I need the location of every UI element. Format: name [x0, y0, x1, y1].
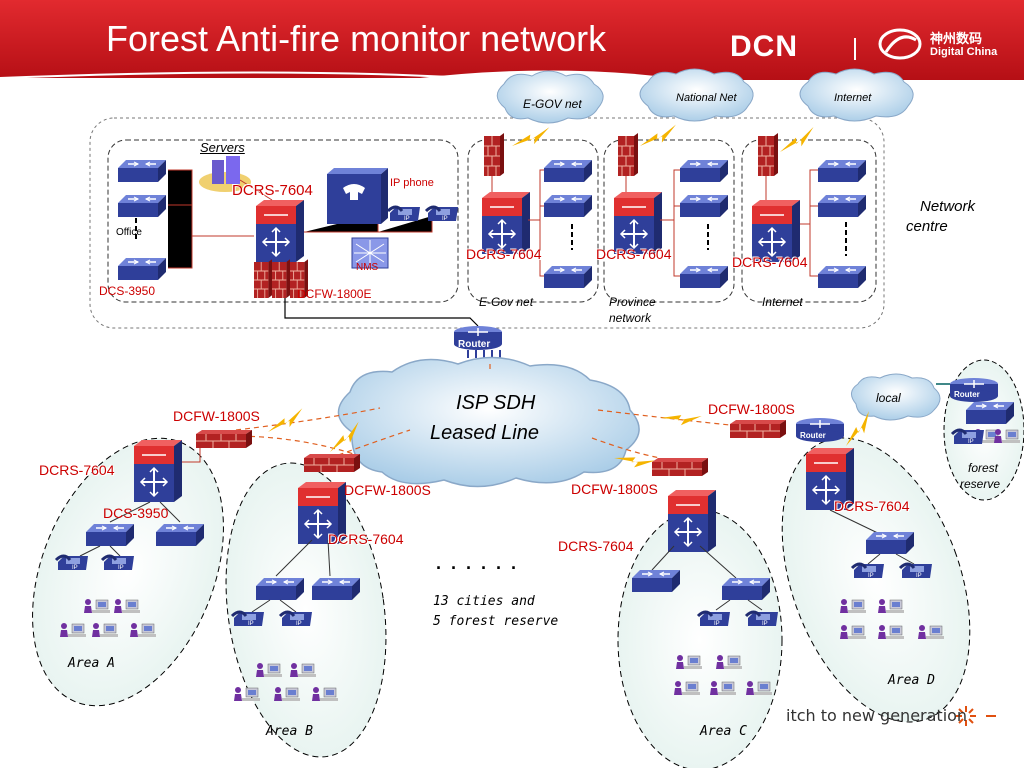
internet-cloud-icon — [799, 68, 914, 122]
national-net-cloud-icon — [639, 68, 754, 122]
area-d-fw-label: DCFW-1800S — [708, 401, 795, 417]
area-c-dcrs-label: DCRS-7604 — [558, 538, 634, 554]
province-label-1: Province — [609, 295, 656, 309]
logo-separator — [854, 38, 856, 60]
isp-sdh-cloud-icon — [337, 356, 640, 488]
internet-box-dcrs-label: DCRS-7604 — [732, 254, 808, 270]
digital-china-cn-label: 神州数码 — [930, 32, 983, 47]
ellipsis-dots: · · · · · · — [436, 558, 519, 578]
network-centre-label-1: Network — [920, 198, 976, 215]
area-d-dcrs-label: DCRS-7604 — [834, 498, 910, 514]
digital-china-logo-icon — [878, 28, 922, 60]
egov-cloud-label: E-GOV net — [523, 97, 582, 111]
area-d-name: Area D — [888, 673, 935, 688]
network-centre-label-2: centre — [906, 218, 948, 235]
header: Forest Anti-fire monitor network DCN 神州数… — [0, 0, 1024, 78]
forest-reserve-label-1: forest — [968, 461, 999, 475]
ip-phone-label: IP phone — [390, 177, 434, 189]
area-a-dcrs-label: DCRS-7604 — [39, 462, 115, 478]
nms-label: NMS — [356, 262, 379, 273]
area-b-fw-label: DCFW-1800S — [344, 482, 431, 498]
centre-dcs-label: DCS-3950 — [99, 284, 156, 298]
header-band — [0, 0, 1024, 80]
internet-box-label: Internet — [762, 295, 803, 309]
area-a-name: Area A — [68, 656, 115, 671]
local-cloud-icon — [851, 373, 941, 421]
area-d-router-label: Router — [800, 431, 826, 440]
nms-icon — [351, 237, 389, 269]
local-cloud-label: local — [876, 391, 901, 405]
area-a-fw-label: DCFW-1800S — [173, 408, 260, 424]
province-dcrs-label: DCRS-7604 — [596, 246, 672, 262]
servers-icon — [199, 156, 251, 192]
forest-reserve-label-2: reserve — [960, 477, 1001, 491]
egov-box-label: E-Gov net — [479, 295, 534, 309]
router-label: Router — [458, 339, 491, 350]
ip-phone-big-icon — [327, 168, 388, 224]
province-label-2: network — [609, 311, 652, 325]
area-c-fw-label: DCFW-1800S — [571, 481, 658, 497]
leased-line-label: Leased Line — [430, 422, 539, 444]
reserve-router-label: Router — [954, 390, 980, 399]
centre-dcrs-label: DCRS-7604 — [232, 182, 313, 199]
egov-dcrs-label: DCRS-7604 — [466, 246, 542, 262]
national-net-label: National Net — [676, 92, 737, 104]
dcn-logo: DCN — [730, 30, 798, 63]
page-title: Forest Anti-fire monitor network — [106, 18, 607, 59]
servers-label: Servers — [200, 140, 245, 155]
egov-cloud-icon — [496, 70, 604, 124]
office-label: Office — [116, 227, 142, 238]
note-line-2: 5 forest reserve — [433, 614, 559, 629]
area-a-dcs-label: DCS-3950 — [103, 505, 169, 521]
area-b-dcrs-label: DCRS-7604 — [328, 531, 404, 547]
note-line-1: 13 cities and — [433, 594, 535, 609]
tagline: itch to new generation — [786, 706, 968, 725]
area-c-name: Area C — [700, 724, 747, 739]
area-b-name: Area B — [266, 724, 313, 739]
centre-fw-label: DCFW-1800E — [297, 287, 372, 301]
internet-cloud-label: Internet — [834, 92, 872, 104]
digital-china-en-label: Digital China — [930, 46, 998, 58]
sunburst-icon — [956, 706, 976, 726]
isp-sdh-label: ISP SDH — [456, 392, 536, 414]
